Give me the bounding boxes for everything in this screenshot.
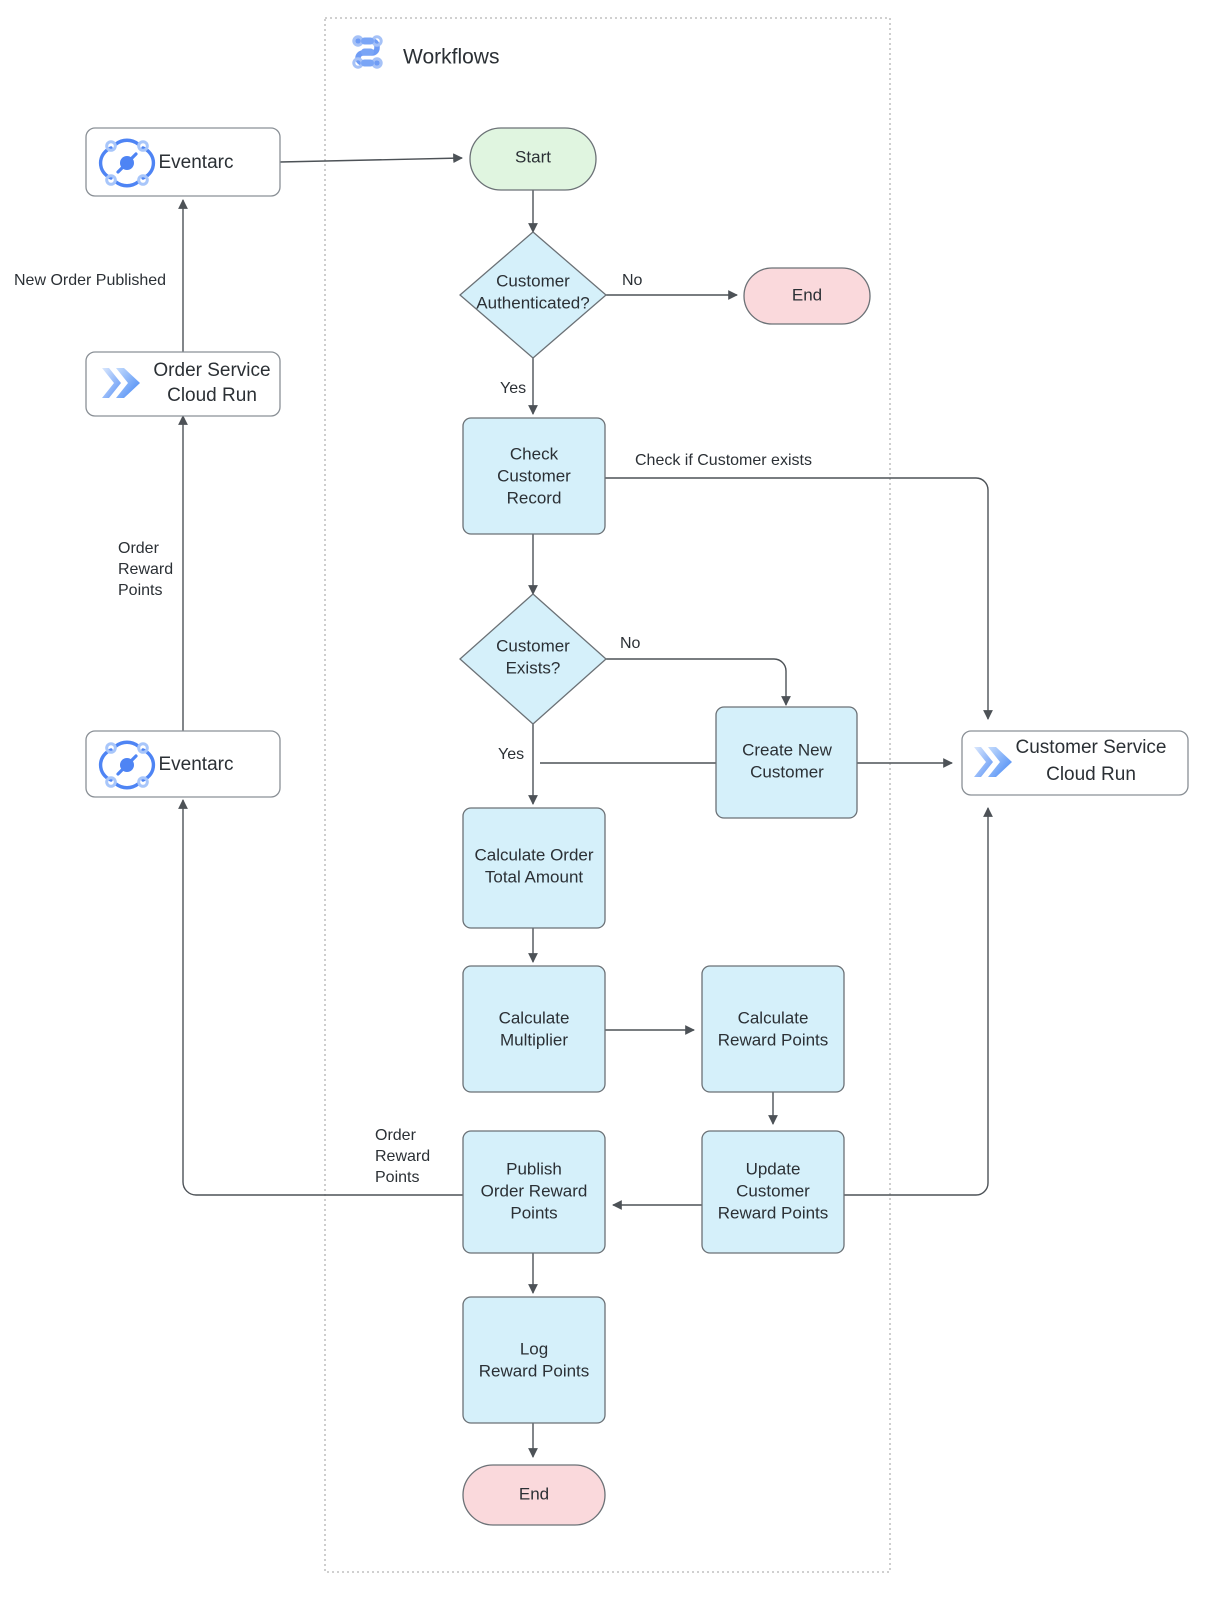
edge-label-exists-no: No: [620, 635, 641, 652]
node-publish-label-3: Points: [510, 1203, 557, 1222]
edge-eventarc-to-start: [279, 153, 463, 164]
node-update-customer-reward-points[interactable]: Update Customer Reward Points: [701, 1130, 845, 1254]
node-calculate-order-total[interactable]: Calculate Order Total Amount: [462, 807, 606, 929]
node-customer-authenticated[interactable]: Customer Authenticated?: [459, 231, 607, 359]
node-check-record-label-1: Check: [510, 444, 559, 463]
node-customer-service-label-2: Cloud Run: [1046, 764, 1136, 785]
edge-label-auth-yes: Yes: [500, 380, 526, 397]
edge-label-check-if-customer-exists: Check if Customer exists: [635, 452, 812, 469]
node-calc-multiplier-label-1: Calculate: [499, 1008, 570, 1027]
edge-exists-no-to-create-customer: [606, 658, 791, 706]
node-log-reward-points[interactable]: Log Reward Points: [462, 1296, 606, 1424]
node-publish-label-1: Publish: [506, 1159, 562, 1178]
node-create-new-customer[interactable]: Create New Customer: [715, 706, 858, 819]
node-create-customer-label-2: Customer: [750, 762, 824, 781]
edge-label-publish-order-2: Reward: [375, 1148, 430, 1165]
node-calc-total-label-1: Calculate Order: [474, 845, 593, 864]
cloud-run-icon: [974, 747, 1012, 777]
edge-label-order-left-3: Points: [118, 582, 162, 599]
edge-label-publish-order-1: Order: [375, 1127, 417, 1144]
node-calculate-reward-points[interactable]: Calculate Reward Points: [701, 965, 845, 1093]
node-start-label: Start: [515, 147, 551, 166]
node-customer-exists-label-1: Customer: [496, 636, 570, 655]
node-calc-multiplier-label-2: Multiplier: [500, 1030, 568, 1049]
workflows-group-label: Workflows: [403, 46, 499, 69]
edge-label-order-left-2: Reward: [118, 561, 173, 578]
node-log-label-2: Reward Points: [479, 1361, 590, 1380]
node-customer-service-cloud-run[interactable]: Customer Service Cloud Run: [961, 730, 1189, 796]
node-create-customer-label-1: Create New: [742, 740, 832, 759]
node-check-record-label-3: Record: [507, 488, 562, 507]
edge-label-exists-yes: Yes: [498, 746, 524, 763]
node-update-customer-label-2: Customer: [736, 1181, 810, 1200]
node-customer-service-label-1: Customer Service: [1016, 737, 1167, 758]
node-eventarc-bottom[interactable]: Eventarc: [85, 730, 281, 798]
node-update-customer-label-3: Reward Points: [718, 1203, 829, 1222]
node-calc-reward-label-1: Calculate: [738, 1008, 809, 1027]
node-calc-total-label-2: Total Amount: [485, 867, 584, 886]
node-publish-order-reward-points[interactable]: Publish Order Reward Points: [462, 1130, 606, 1254]
workflows-group-container: [324, 17, 891, 1573]
node-end-auth-label: End: [792, 285, 822, 304]
node-update-customer-label-1: Update: [746, 1159, 801, 1178]
node-eventarc-bottom-label: Eventarc: [159, 754, 234, 775]
node-eventarc-top[interactable]: Eventarc: [85, 127, 281, 197]
node-order-service-label-2: Cloud Run: [167, 385, 257, 406]
node-check-customer-record[interactable]: Check Customer Record: [462, 417, 606, 535]
edge-label-auth-no: No: [622, 272, 643, 289]
node-eventarc-top-label: Eventarc: [159, 152, 234, 173]
cloud-run-icon: [102, 368, 140, 398]
edge-label-order-left-1: Order: [118, 540, 160, 557]
edge-publish-to-eventarc-bottom: [178, 799, 463, 1196]
node-customer-exists-label-2: Exists?: [506, 658, 561, 677]
node-order-service-cloud-run[interactable]: Order Service Cloud Run: [85, 351, 281, 417]
node-end-final[interactable]: End: [462, 1464, 606, 1526]
workflows-icon: [352, 35, 383, 69]
node-order-service-label-1: Order Service: [153, 360, 270, 381]
node-publish-label-2: Order Reward: [481, 1181, 588, 1200]
eventarc-icon: [98, 138, 156, 188]
node-customer-exists[interactable]: Customer Exists?: [459, 593, 607, 725]
node-end-auth[interactable]: End: [743, 267, 871, 325]
node-calc-reward-label-2: Reward Points: [718, 1030, 829, 1049]
node-log-label-1: Log: [520, 1339, 548, 1358]
eventarc-icon: [98, 740, 156, 790]
edge-check-record-to-customer-service: [605, 477, 993, 720]
node-check-record-label-2: Customer: [497, 466, 571, 485]
edge-label-new-order-published: New Order Published: [14, 272, 166, 289]
edge-label-publish-order-3: Points: [375, 1169, 419, 1186]
node-customer-authenticated-label-2: Authenticated?: [476, 293, 589, 312]
node-calculate-multiplier[interactable]: Calculate Multiplier: [462, 965, 606, 1093]
node-end-final-label: End: [519, 1484, 549, 1503]
node-start[interactable]: Start: [469, 127, 597, 191]
node-customer-authenticated-label-1: Customer: [496, 271, 570, 290]
edge-update-customer-to-customer-service: [844, 807, 993, 1196]
